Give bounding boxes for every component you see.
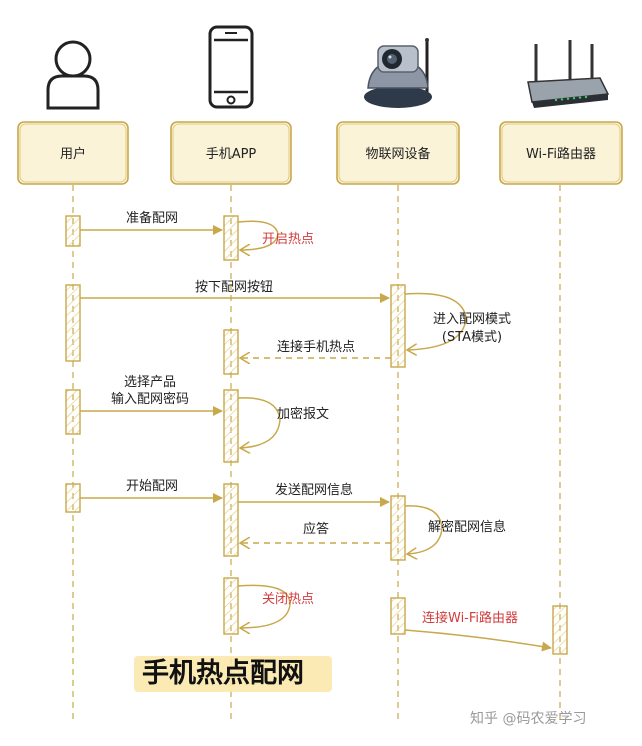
message-m10: 应答: [303, 521, 329, 537]
activation-bar: [552, 605, 568, 655]
activation-bar: [65, 215, 81, 247]
activation-bar: [223, 329, 239, 375]
message-m4a: 进入配网模式: [433, 312, 511, 327]
message-m13: 连接Wi-Fi路由器: [422, 610, 518, 626]
participant-router: Wi-Fi路由器: [499, 121, 623, 185]
arrow-m2: [237, 220, 279, 250]
diagram-title: 手机热点配网: [134, 656, 332, 692]
message-m9: 发送配网信息: [275, 482, 353, 498]
message-m11: 解密配网信息: [428, 519, 506, 535]
message-m1: 准备配网: [126, 210, 178, 226]
participant-label-router: Wi-Fi路由器: [526, 146, 596, 162]
message-m4b: (STA模式): [442, 330, 502, 345]
participant-user: 用户: [17, 121, 129, 185]
watermark: 知乎 @码农爱学习: [470, 710, 586, 727]
activations: [65, 215, 568, 655]
message-m8: 开始配网: [126, 479, 178, 494]
router-icon: [527, 40, 610, 108]
participant-app: 手机APP: [170, 121, 292, 185]
activation-bar: [223, 483, 239, 557]
arrow-m12: [237, 584, 291, 628]
message-m5: 连接手机热点: [277, 339, 355, 355]
diagram-title-text: 手机热点配网: [142, 658, 304, 689]
phone-icon: [208, 25, 254, 109]
lifelines: [72, 185, 561, 722]
activation-bar: [223, 215, 239, 261]
message-m12: 关闭热点: [262, 592, 314, 607]
activation-bar: [223, 577, 239, 635]
activation-bar: [65, 389, 81, 435]
message-m6b: 输入配网密码: [111, 391, 189, 407]
activation-bar: [223, 389, 239, 463]
camera-icon: [364, 38, 432, 108]
person-icon: [46, 40, 100, 110]
message-m7: 加密报文: [277, 406, 329, 422]
arrow-m7: [237, 397, 281, 448]
activation-bar: [390, 495, 406, 561]
activation-bar: [65, 483, 81, 513]
participant-device: 物联网设备: [336, 121, 460, 185]
activation-bar: [65, 284, 81, 362]
activation-bar: [390, 284, 406, 368]
participant-label-user: 用户: [60, 146, 86, 162]
arrows: [80, 220, 552, 652]
message-m2: 开启热点: [262, 232, 314, 247]
message-m3: 按下配网按钮: [195, 280, 273, 295]
arrow-m11: [404, 505, 443, 554]
activation-bar: [390, 597, 406, 635]
arrow-m4: [404, 292, 467, 351]
participant-label-app: 手机APP: [206, 147, 257, 162]
message-m6a: 选择产品: [124, 375, 176, 390]
arrow-m13: [404, 629, 552, 652]
participant-label-device: 物联网设备: [365, 146, 430, 162]
